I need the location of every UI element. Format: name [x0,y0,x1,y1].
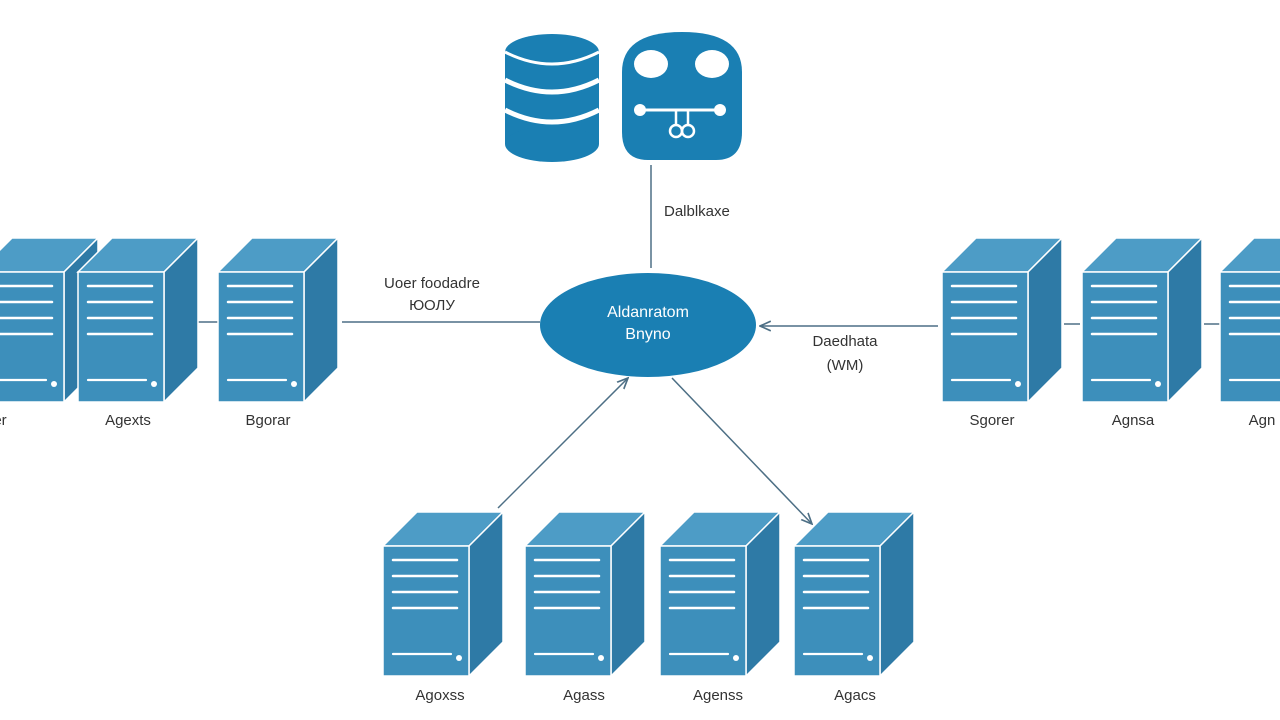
server-label-bottom-3: Agenss [692,687,744,704]
edge-label-database: Dalblkaxe [664,203,730,220]
server-label-left-3: Bgorar [245,412,291,429]
server-tower-right-3 [1218,237,1280,403]
server-tower-right-2 [1080,236,1204,404]
database-icon [503,34,601,162]
server-label-left-1: er [0,412,7,429]
edge-label-right-1: Daedhata [812,333,878,350]
engine-node [540,273,756,377]
edge-label-left-2: ЮОЛУ [409,297,455,314]
server-label-bottom-4: Agacs [834,687,876,704]
edge-bottom-right [671,377,812,524]
edge-label-left-1: Uoer foodadre [384,275,480,292]
server-tower-bottom-4 [792,510,916,678]
server-tower-bottom-2 [523,510,647,678]
server-label-bottom-1: Agoxss [415,687,465,704]
engine-label-line1: Aldanratom [607,304,689,321]
engine-node-label: Aldanratom Bnyno [607,302,689,346]
server-tower-bottom-3 [658,510,782,678]
engine-label-line2: Bnyno [625,326,671,343]
server-tower-left-2 [76,236,200,404]
edge-label-right-2: (WM) [826,357,864,374]
server-label-bottom-2: Agass [563,687,605,704]
server-tower-right-1 [940,236,1064,404]
server-label-right-3: Agn [1248,412,1276,429]
server-label-right-1: Sgorer [969,412,1015,429]
network-hub-icon [622,32,742,160]
server-groups [0,236,1280,678]
server-tower-left-3 [216,236,340,404]
server-label-left-2: Agexts [105,412,151,429]
server-label-right-2: Agnsa [1111,412,1155,429]
edge-bottom-left [497,378,628,509]
server-tower-bottom-1 [381,510,505,678]
